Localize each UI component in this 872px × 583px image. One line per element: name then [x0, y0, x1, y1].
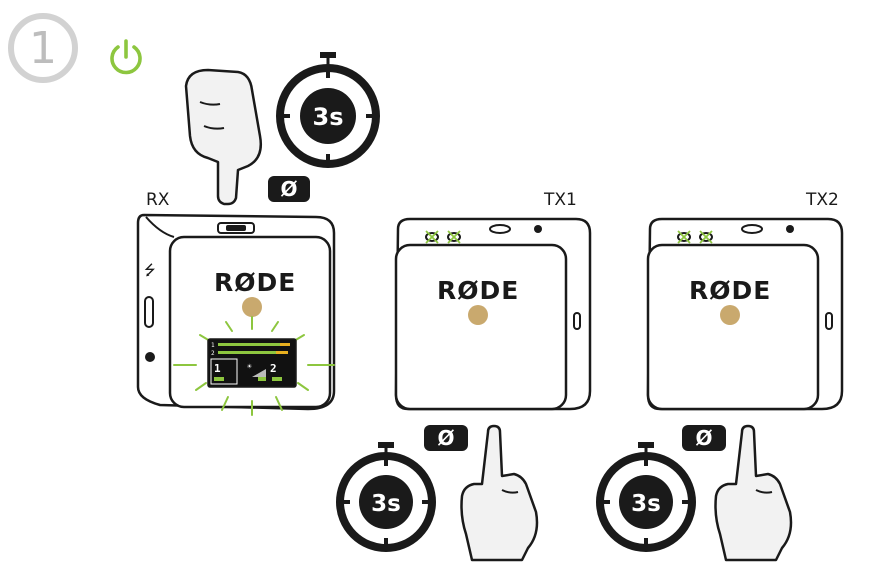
screen-channel-2: 2 [270, 362, 277, 375]
rx-brand-logo: RØDE [214, 268, 297, 297]
svg-text:☀: ☀ [247, 362, 252, 371]
hand-pointer-icon-rx [184, 68, 262, 206]
timer-icon-tx2: 3s [596, 442, 696, 552]
svg-text:1: 1 [211, 342, 215, 349]
device-label-rx: RX [146, 190, 170, 210]
rx-device: ⭍ 1 2 1 2 ☀ [136, 213, 336, 416]
timer-label-tx1: 3s [371, 491, 401, 517]
screen-channel-1: 1 [214, 362, 221, 375]
timer-icon-tx1: 3s [336, 442, 436, 552]
svg-text:2: 2 [211, 350, 215, 357]
timer-label-tx2: 3s [631, 491, 661, 517]
tx2-device [646, 217, 844, 411]
tx1-device [394, 217, 592, 411]
power-button-symbol-rx: Ø [268, 176, 310, 202]
svg-text:⭍: ⭍ [144, 263, 156, 279]
step-number: 1 [29, 22, 57, 74]
hand-pointer-icon-tx1 [460, 424, 539, 562]
tx2-brand-logo: RØDE [689, 276, 772, 305]
timer-label-rx: 3s [313, 103, 344, 131]
step-number-badge: 1 [8, 13, 78, 83]
power-button-symbol-tx2: Ø [682, 425, 726, 451]
power-icon [110, 39, 142, 75]
device-label-tx1: TX1 [544, 190, 577, 210]
hand-pointer-icon-tx2 [714, 424, 793, 562]
device-label-tx2: TX2 [806, 190, 839, 210]
tx1-brand-logo: RØDE [437, 276, 520, 305]
timer-icon-rx: 3s [276, 52, 380, 168]
power-button-symbol-tx1: Ø [424, 425, 468, 451]
